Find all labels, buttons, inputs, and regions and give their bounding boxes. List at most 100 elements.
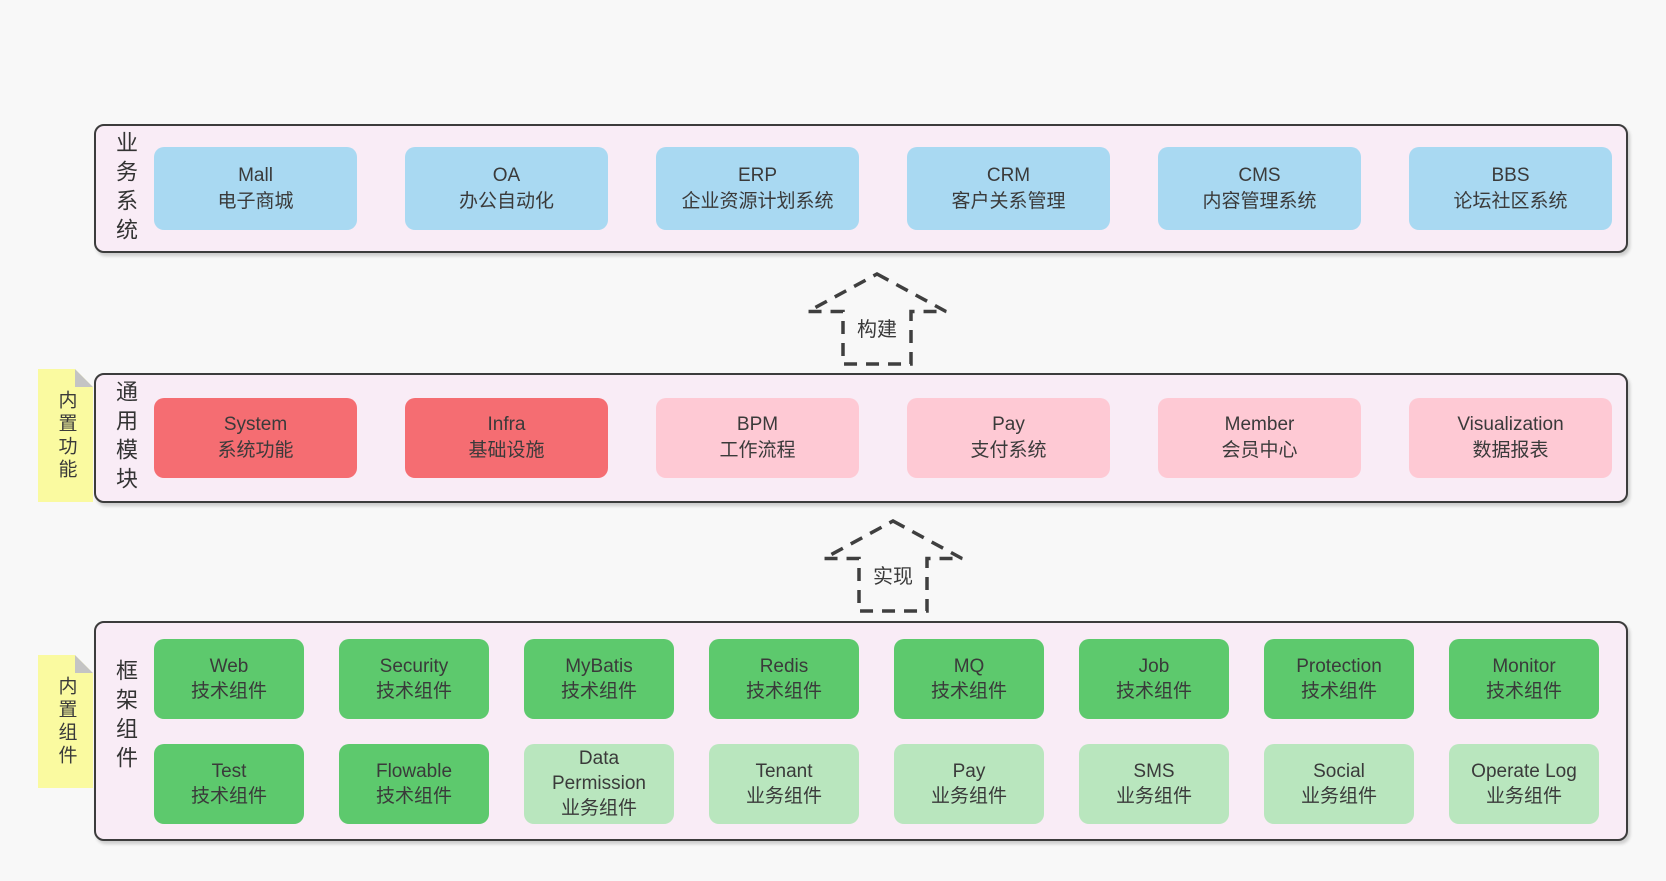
box-title: ERP: [737, 164, 778, 186]
folded-corner-icon: [75, 369, 93, 387]
box-tenant: Tenant 业务组件: [709, 743, 859, 824]
box-bbs: BBS 论坛社区系统: [1409, 147, 1612, 230]
box-subtitle: 技术组件: [190, 680, 267, 702]
box-mall: Mall 电子商城: [154, 147, 357, 230]
box-title: Pay: [992, 414, 1025, 435]
box-subtitle: 业务组件: [930, 785, 1007, 807]
box-oa: OA 办公自动化: [405, 147, 608, 230]
box-title: SMS: [1133, 760, 1175, 782]
box-title: MyBatis: [565, 655, 633, 677]
box-subtitle: 技术组件: [930, 680, 1007, 702]
box-subtitle: 业务组件: [1300, 785, 1377, 807]
sticky-note-builtin-components: 内置组件: [38, 655, 93, 788]
build-arrow-label: 构建: [854, 313, 900, 342]
box-member: Member 会员中心: [1158, 398, 1361, 478]
business-systems-section: 业务系统 Mall 电子商城 OA 办公自动化 ERP 企业资源计划系统 CRM…: [94, 124, 1628, 253]
box-subtitle: 技术组件: [560, 680, 637, 702]
box-title: Tenant: [755, 760, 813, 782]
business-side-label: 业务系统: [113, 130, 138, 247]
components-boxes: Web 技术组件 Security 技术组件 MyBatis 技术组件 Redi…: [154, 623, 1626, 839]
box-flowable: Flowable 技术组件: [339, 743, 489, 824]
box-subtitle: 技术组件: [1485, 680, 1562, 702]
box-title: Operate Log: [1471, 760, 1577, 782]
box-erp: ERP 企业资源计划系统: [656, 147, 859, 230]
box-title: Monitor: [1492, 655, 1556, 677]
box-title: Redis: [759, 655, 809, 677]
framework-components-section: 框架组件 Web 技术组件 Security 技术组件 MyBatis 技术组件…: [94, 621, 1628, 841]
folded-corner-icon: [75, 655, 93, 673]
box-security: Security 技术组件: [339, 638, 489, 719]
box-title: CMS: [1238, 164, 1281, 186]
box-subtitle: 数据报表: [1472, 440, 1549, 461]
box-title: Pay: [952, 760, 986, 782]
box-subtitle: 办公自动化: [458, 190, 554, 212]
modules-side-label: 通用模块: [113, 380, 138, 496]
box-subtitle: 技术组件: [190, 785, 267, 807]
components-row-2: Test 技术组件 Flowable 技术组件 Data Permission …: [154, 743, 1599, 824]
box-visualization: Visualization 数据报表: [1409, 398, 1612, 478]
box-title: Job: [1138, 655, 1170, 677]
box-web: Web 技术组件: [154, 638, 304, 719]
build-arrow: 构建: [806, 272, 948, 366]
sticky-label: 内置组件: [55, 675, 77, 768]
sticky-note-builtin-functions: 内置功能: [38, 369, 93, 502]
modules-side-label-area: 通用模块: [96, 375, 154, 501]
box-title: Test: [211, 760, 247, 782]
box-subtitle: 论坛社区系统: [1453, 190, 1568, 212]
box-title: Security: [379, 655, 449, 677]
dashed-up-arrow-icon: [807, 272, 947, 366]
box-title: Member: [1224, 414, 1295, 435]
dashed-up-arrow-icon: [823, 519, 963, 613]
box-subtitle: 技术组件: [375, 680, 452, 702]
box-sms: SMS 业务组件: [1079, 743, 1229, 824]
box-title: Mall: [238, 164, 273, 186]
box-subtitle: 支付系统: [970, 440, 1047, 461]
box-title: BPM: [736, 414, 779, 435]
box-protection: Protection 技术组件: [1264, 638, 1414, 719]
box-operate-log: Operate Log 业务组件: [1449, 743, 1599, 824]
box-subtitle: 技术组件: [1115, 680, 1192, 702]
box-subtitle: 工作流程: [719, 440, 796, 461]
box-subtitle: 技术组件: [1300, 680, 1377, 702]
common-modules-section: 通用模块 System 系统功能 Infra 基础设施 BPM 工作流程 Pay…: [94, 373, 1628, 503]
sticky-label: 内置功能: [55, 389, 77, 482]
business-boxes-row: Mall 电子商城 OA 办公自动化 ERP 企业资源计划系统 CRM 客户关系…: [154, 126, 1626, 251]
business-side-label-area: 业务系统: [96, 126, 154, 251]
box-subtitle: 技术组件: [375, 785, 452, 807]
box-monitor: Monitor 技术组件: [1449, 638, 1599, 719]
box-title: Web: [209, 655, 249, 677]
box-title: Infra: [487, 414, 526, 435]
box-title: Protection: [1296, 655, 1382, 677]
box-title: BBS: [1491, 164, 1530, 186]
box-cms: CMS 内容管理系统: [1158, 147, 1361, 230]
box-subtitle: 客户关系管理: [951, 190, 1066, 212]
box-title: OA: [492, 164, 521, 186]
box-pay-module: Pay 支付系统: [907, 398, 1110, 478]
components-side-label: 框架组件: [113, 659, 138, 775]
box-subtitle: 基础设施: [468, 440, 545, 461]
components-side-label-area: 框架组件: [96, 623, 154, 839]
box-title: Data Permission: [552, 748, 646, 794]
box-job: Job 技术组件: [1079, 638, 1229, 719]
box-mq: MQ 技术组件: [894, 638, 1044, 719]
implement-arrow-label: 实现: [870, 560, 916, 589]
box-infra: Infra 基础设施: [405, 398, 608, 478]
box-test: Test 技术组件: [154, 743, 304, 824]
box-subtitle: 企业资源计划系统: [681, 190, 834, 212]
box-subtitle: 业务组件: [1485, 785, 1562, 807]
box-social: Social 业务组件: [1264, 743, 1414, 824]
box-subtitle: 技术组件: [745, 680, 822, 702]
box-pay-component: Pay 业务组件: [894, 743, 1044, 824]
box-redis: Redis 技术组件: [709, 638, 859, 719]
components-row-1: Web 技术组件 Security 技术组件 MyBatis 技术组件 Redi…: [154, 638, 1599, 719]
box-crm: CRM 客户关系管理: [907, 147, 1110, 230]
box-subtitle: 会员中心: [1221, 440, 1298, 461]
box-subtitle: 业务组件: [745, 785, 822, 807]
box-system: System 系统功能: [154, 398, 357, 478]
box-title: Social: [1313, 760, 1365, 782]
box-title: Flowable: [375, 760, 453, 782]
box-data-permission: Data Permission 业务组件: [524, 743, 674, 824]
box-title: CRM: [986, 164, 1031, 186]
box-bpm: BPM 工作流程: [656, 398, 859, 478]
